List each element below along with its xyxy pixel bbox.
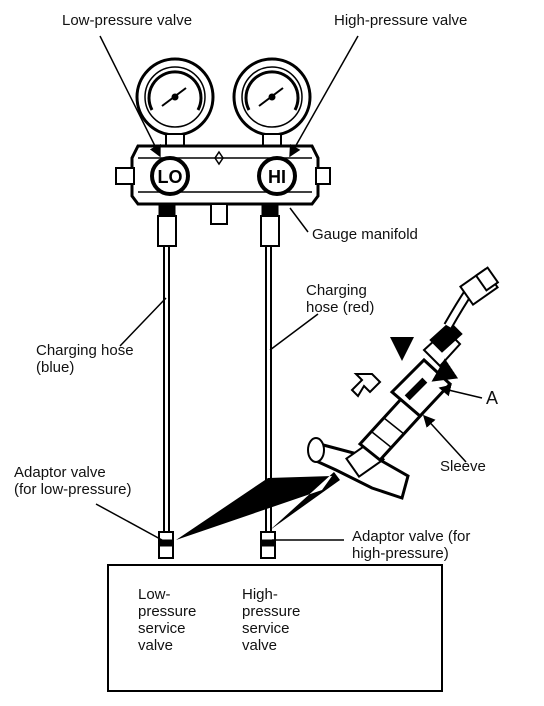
label-high-pressure-service-valve: High- pressure service valve [242, 586, 301, 654]
adaptor-valve-high [260, 531, 276, 559]
label-low-pressure-service-valve: Low- pressure service valve [138, 586, 197, 654]
service-valve-box [107, 564, 443, 692]
label-adaptor-valve-low: Adaptor valve (for low-pressure) [14, 464, 132, 498]
detail-callout-wedge [176, 472, 340, 540]
label-adaptor-valve-high: Adaptor valve (for high-pressure) [352, 528, 471, 562]
label-charging-hose-red: Charging hose (red) [306, 282, 375, 316]
adaptor-valve-low [158, 531, 174, 559]
lo-knob [150, 156, 190, 196]
charging-hose-blue [163, 246, 170, 532]
hi-knob [257, 156, 297, 196]
label-charging-hose-blue: Charging hose (blue) [36, 342, 134, 376]
gauge-manifold-body [115, 144, 331, 247]
high-pressure-gauge [232, 57, 312, 147]
label-sleeve: Sleeve [440, 458, 486, 475]
label-callout-a: A [486, 388, 499, 408]
detail-motion-arrows [350, 337, 459, 398]
low-pressure-gauge [135, 57, 215, 147]
leader-lines [95, 35, 483, 541]
label-high-pressure-valve: High-pressure valve [334, 12, 468, 29]
label-low-pressure-valve: Low-pressure valve [62, 12, 193, 29]
hi-knob-label: HI [268, 167, 286, 187]
lo-knob-label: LO [158, 167, 183, 187]
adaptor-valve-detail [307, 266, 500, 500]
label-gauge-manifold: Gauge manifold [312, 226, 418, 243]
